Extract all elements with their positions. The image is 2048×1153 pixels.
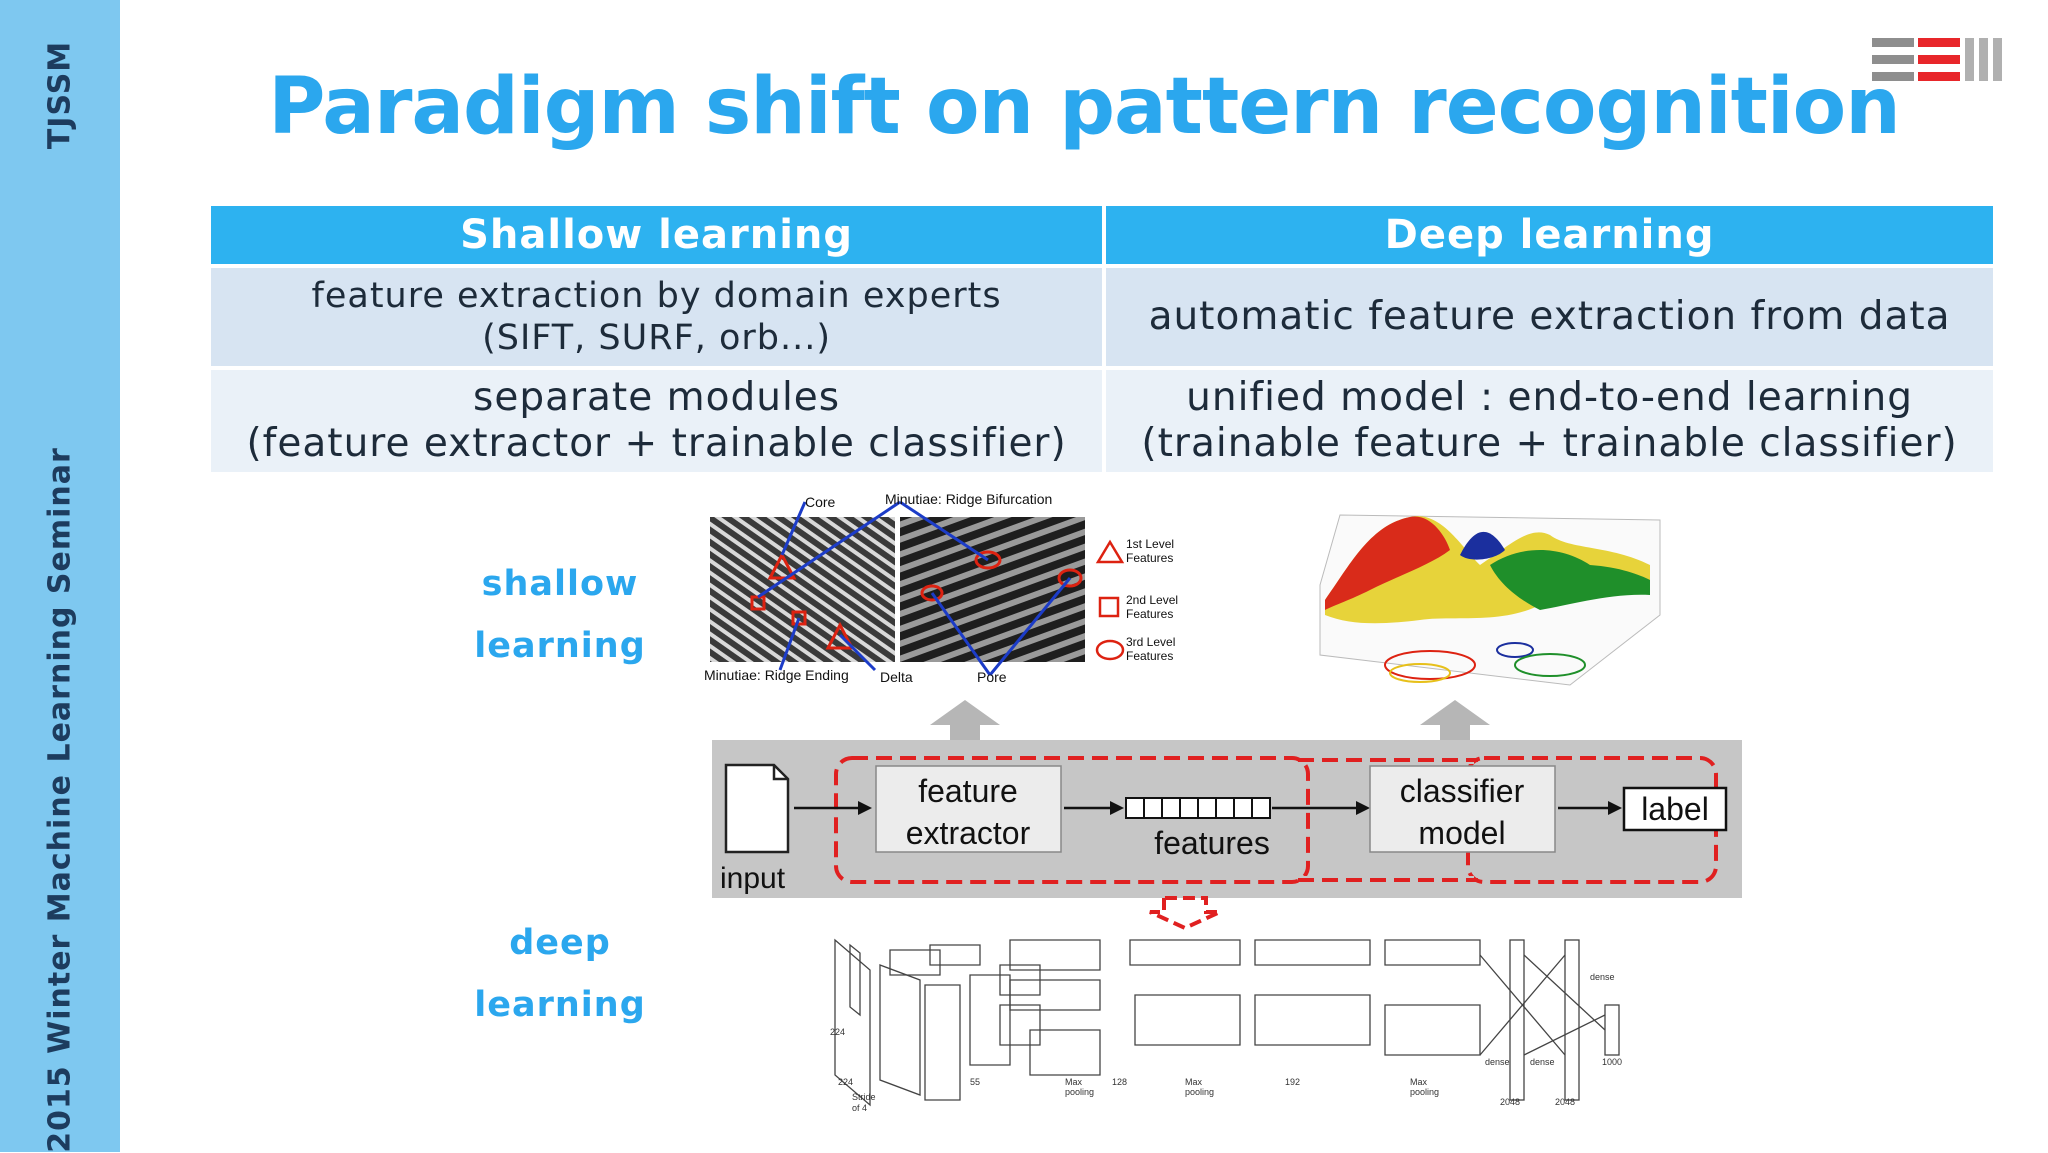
- sidebar: [0, 0, 120, 1152]
- legend-text: 3rd Level: [1126, 635, 1175, 649]
- delta-label: Delta: [880, 669, 913, 685]
- feature-vector: [1125, 797, 1271, 819]
- legend-text: Features: [1126, 607, 1173, 621]
- table-row: separate modules (feature extractor + tr…: [211, 370, 1993, 472]
- label-line: deep: [509, 923, 611, 963]
- svg-text:pooling: pooling: [1410, 1087, 1439, 1097]
- table-cell: separate modules (feature extractor + tr…: [211, 370, 1103, 472]
- label-line: learning: [474, 985, 646, 1025]
- cell-line: (trainable feature + trainable classifie…: [1141, 421, 1958, 466]
- label-box: [1622, 786, 1728, 832]
- arrow-down-icon: [1149, 896, 1221, 930]
- svg-text:dense: dense: [1590, 972, 1615, 982]
- table-cell: automatic feature extraction from data: [1106, 268, 1993, 366]
- header-deep: Deep learning: [1106, 206, 1993, 264]
- svg-text:192: 192: [1285, 1077, 1300, 1087]
- svg-text:55: 55: [970, 1077, 980, 1087]
- input-label: input: [720, 862, 786, 895]
- label-line: shallow: [481, 564, 639, 604]
- surface-plot-figure: [1319, 514, 1661, 686]
- cell-line: feature extraction by domain experts: [311, 276, 1002, 316]
- feature-extractor-label: extractor: [906, 815, 1031, 851]
- logo-icon: [1872, 38, 2002, 81]
- page-title: Paradigm shift on pattern recognition: [268, 62, 1901, 152]
- arrow-up-icon: [930, 700, 1000, 745]
- table-row: feature extraction by domain experts (SI…: [211, 268, 1993, 366]
- legend-text: 1st Level: [1126, 537, 1174, 551]
- triangle-icon: [1095, 539, 1125, 564]
- cnn-architecture-figure: 224 224 Stride of 4 55 Max pooling 128 M…: [830, 938, 1622, 1113]
- square-icon: [1098, 596, 1120, 618]
- cell-line: unified model : end-to-end learning: [1186, 375, 1913, 420]
- svg-text:Stride: Stride: [852, 1092, 876, 1102]
- svg-text:128: 128: [1112, 1077, 1127, 1087]
- header-shallow: Shallow learning: [211, 206, 1103, 264]
- fingerprint-image-left: [710, 517, 895, 662]
- bifurcation-label: Minutiae: Ridge Bifurcation: [885, 491, 1052, 507]
- shallow-learning-label: shallow learning: [440, 553, 680, 677]
- fingerprint-figure: Core Minutiae: Ridge Bifurcation Minutia…: [704, 491, 1178, 685]
- table-cell: unified model : end-to-end learning (tra…: [1106, 370, 1993, 472]
- deep-learning-label: deep learning: [440, 912, 680, 1036]
- svg-text:Max: Max: [1185, 1077, 1203, 1087]
- cell-line: automatic feature extraction from data: [1148, 294, 1951, 339]
- label-line: learning: [474, 626, 646, 666]
- svg-text:pooling: pooling: [1185, 1087, 1214, 1097]
- cell-line: separate modules: [473, 375, 841, 420]
- svg-text:Max: Max: [1410, 1077, 1428, 1087]
- arrow-up-icon: [1420, 700, 1490, 745]
- sidebar-seminar-label: 2015 Winter Machine Learning Seminar: [42, 447, 78, 1153]
- svg-text:dense: dense: [1485, 1057, 1510, 1067]
- feature-extractor-label: feature: [918, 773, 1018, 809]
- ridge-ending-label: Minutiae: Ridge Ending: [704, 667, 849, 683]
- svg-text:Max: Max: [1065, 1077, 1083, 1087]
- ellipse-icon: [1095, 639, 1125, 661]
- pipeline-diagram: input feature extractor features classif…: [712, 740, 1742, 930]
- svg-text:1000: 1000: [1602, 1057, 1622, 1067]
- cell-line: (feature extractor + trainable classifie…: [246, 421, 1067, 466]
- cell-line: (SIFT, SURF, orb...): [482, 318, 832, 358]
- svg-text:224: 224: [830, 1027, 845, 1037]
- svg-text:pooling: pooling: [1065, 1087, 1094, 1097]
- svg-text:224: 224: [838, 1077, 853, 1087]
- document-icon: [724, 763, 790, 854]
- svg-text:of 4: of 4: [852, 1103, 867, 1113]
- legend-text: Features: [1126, 551, 1173, 565]
- table-cell: feature extraction by domain experts (SI…: [211, 268, 1103, 366]
- classifier-model-box: [1369, 765, 1556, 853]
- core-label: Core: [805, 494, 836, 510]
- label-output: label: [1641, 791, 1709, 827]
- svg-text:2048: 2048: [1500, 1097, 1520, 1107]
- svg-text:2048: 2048: [1555, 1097, 1575, 1107]
- pore-label: Pore: [977, 669, 1007, 685]
- sidebar-org-label: TJSSM: [42, 40, 78, 150]
- svg-text:dense: dense: [1530, 1057, 1555, 1067]
- feature-extractor-box: [875, 765, 1062, 853]
- comparison-table: Shallow learning Deep learning feature e…: [207, 202, 1997, 476]
- legend-text: 2nd Level: [1126, 593, 1178, 607]
- classifier-label: model: [1418, 815, 1505, 851]
- legend-text: Features: [1126, 649, 1173, 663]
- features-label: features: [1154, 825, 1270, 861]
- classifier-label: classifier: [1400, 773, 1525, 809]
- fingerprint-image-right: [900, 517, 1085, 662]
